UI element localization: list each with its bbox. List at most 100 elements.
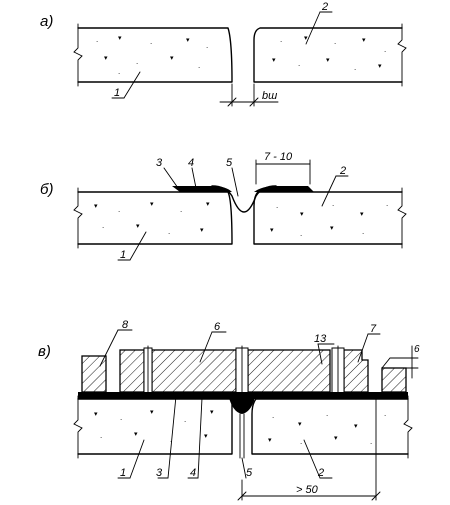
svg-text:▾: ▾ — [94, 410, 98, 418]
panel-c-callout-6: 6 — [214, 321, 221, 333]
svg-text:·: · — [384, 412, 386, 420]
panel-a-callout-2: 2 — [321, 1, 328, 13]
svg-text:▾: ▾ — [94, 202, 98, 210]
panel-c: в) ▾ · — [38, 319, 420, 501]
panel-a-gap-dimension: bш — [219, 83, 279, 107]
svg-text:▾: ▾ — [326, 56, 330, 64]
panel-a-break-right — [397, 23, 407, 87]
panel-c-compensator — [228, 394, 256, 414]
panel-c-callout-5: 5 — [246, 467, 253, 479]
panel-b-label: б) — [40, 181, 53, 198]
panel-b-callout-2: 2 — [339, 165, 346, 177]
panel-b-callout-4: 4 — [188, 157, 194, 169]
svg-text:·: · — [168, 230, 170, 238]
panel-b-callout-1: 1 — [120, 249, 126, 261]
svg-text:▾: ▾ — [354, 422, 358, 430]
svg-text:·: · — [184, 418, 186, 426]
panel-b: б) ▾ · ▾ · ▾ · ▾ · ▾ · ▾ · ▾ · ▾ · ▾ · 3 4 5 — [40, 151, 407, 261]
svg-text:·: · — [118, 208, 120, 216]
panel-a-gap-label: bш — [262, 90, 277, 102]
svg-text:·: · — [300, 440, 302, 448]
panel-c-callout-8: 8 — [122, 319, 129, 331]
panel-a-right-slab — [253, 27, 403, 83]
panel-a-leader-2 — [305, 11, 321, 45]
svg-text:▾: ▾ — [200, 226, 204, 234]
panel-c-left-slab — [77, 398, 233, 455]
panel-b-right-slab — [253, 191, 403, 245]
svg-text:▾: ▾ — [360, 210, 364, 218]
panel-c-callout-1: 1 — [120, 467, 126, 479]
svg-text:▾: ▾ — [186, 36, 190, 44]
svg-text:·: · — [150, 40, 152, 48]
svg-text:▾: ▾ — [272, 56, 276, 64]
panel-c-thickness-dimension: 6 — [393, 344, 420, 379]
svg-text:·: · — [206, 44, 208, 52]
svg-text:·: · — [96, 38, 98, 46]
svg-text:·: · — [298, 62, 300, 70]
panel-b-membrane-left — [172, 186, 232, 192]
svg-text:·: · — [280, 38, 282, 46]
svg-text:·: · — [118, 70, 120, 78]
svg-text:▾: ▾ — [300, 210, 304, 218]
svg-text:·: · — [334, 40, 336, 48]
svg-text:▾: ▾ — [268, 436, 272, 444]
svg-text:▾: ▾ — [362, 36, 366, 44]
svg-text:▾: ▾ — [378, 62, 382, 70]
svg-text:·: · — [386, 202, 388, 210]
svg-text:·: · — [120, 416, 122, 424]
svg-text:▾: ▾ — [150, 200, 154, 208]
panel-c-callout-4: 4 — [190, 467, 196, 479]
panel-b-membrane-right — [254, 186, 314, 192]
svg-text:·: · — [332, 202, 334, 210]
svg-text:▾: ▾ — [210, 408, 214, 416]
panel-c-thickness-dim: 6 — [414, 344, 420, 355]
panel-c-callout-3: 3 — [156, 467, 163, 479]
panel-c-callout-7: 7 — [370, 323, 377, 335]
svg-text:▾: ▾ — [204, 432, 208, 440]
panel-b-concrete-fill: ▾ · ▾ · ▾ · ▾ · ▾ · ▾ · ▾ · ▾ · ▾ · — [94, 200, 388, 240]
svg-text:·: · — [272, 414, 274, 422]
panel-c-callout-2: 2 — [317, 467, 324, 479]
svg-text:·: · — [276, 204, 278, 212]
svg-text:·: · — [180, 208, 182, 216]
panel-c-distance-dimension: > 50 — [237, 398, 381, 501]
svg-text:·: · — [354, 66, 356, 74]
panel-a-break-left — [73, 23, 83, 87]
panel-a-leader-1 — [123, 71, 141, 99]
panel-a-concrete-fill: ·▾ ·▾ ·▾ ·▾ ·· ·▾ ·▾ ·▾ ·▾ ·▾ — [96, 34, 386, 78]
svg-text:▾: ▾ — [150, 408, 154, 416]
svg-text:·: · — [100, 434, 102, 442]
panel-b-overlap-dim: 7 - 10 — [264, 151, 293, 163]
panel-b-overlap-dimension: 7 - 10 — [255, 151, 311, 185]
svg-text:·: · — [326, 412, 328, 420]
svg-text:·: · — [136, 60, 138, 68]
panel-c-callout-13: 13 — [314, 333, 327, 345]
svg-text:▾: ▾ — [136, 222, 140, 230]
svg-text:·: · — [102, 224, 104, 232]
panel-a-callout-1: 1 — [114, 87, 120, 99]
svg-text:▾: ▾ — [270, 226, 274, 234]
panel-c-distance-dim: > 50 — [296, 484, 319, 496]
svg-text:·: · — [384, 48, 386, 56]
panel-c-label: в) — [38, 343, 51, 360]
svg-text:·: · — [362, 230, 364, 238]
svg-text:·: · — [300, 232, 302, 240]
svg-text:▾: ▾ — [104, 54, 108, 62]
svg-text:▾: ▾ — [298, 420, 302, 428]
svg-text:▾: ▾ — [170, 54, 174, 62]
panel-a: а) ·▾ ·▾ ·▾ ·▾ ·· ·▾ ·▾ ·▾ ·▾ ·▾ 2 1 — [40, 1, 407, 107]
svg-text:▾: ▾ — [118, 34, 122, 42]
svg-text:▾: ▾ — [334, 434, 338, 442]
svg-text:▾: ▾ — [134, 430, 138, 438]
svg-text:·: · — [370, 440, 372, 448]
svg-text:▾: ▾ — [330, 224, 334, 232]
svg-text:▾: ▾ — [304, 34, 308, 42]
panel-b-callout-3: 3 — [156, 157, 163, 169]
svg-text:▾: ▾ — [206, 200, 210, 208]
panel-a-label: а) — [40, 13, 53, 30]
panel-a-left-slab — [77, 27, 233, 83]
panel-b-compensator — [211, 185, 277, 213]
panel-b-callout-5: 5 — [226, 157, 233, 169]
svg-text:·: · — [198, 64, 200, 72]
